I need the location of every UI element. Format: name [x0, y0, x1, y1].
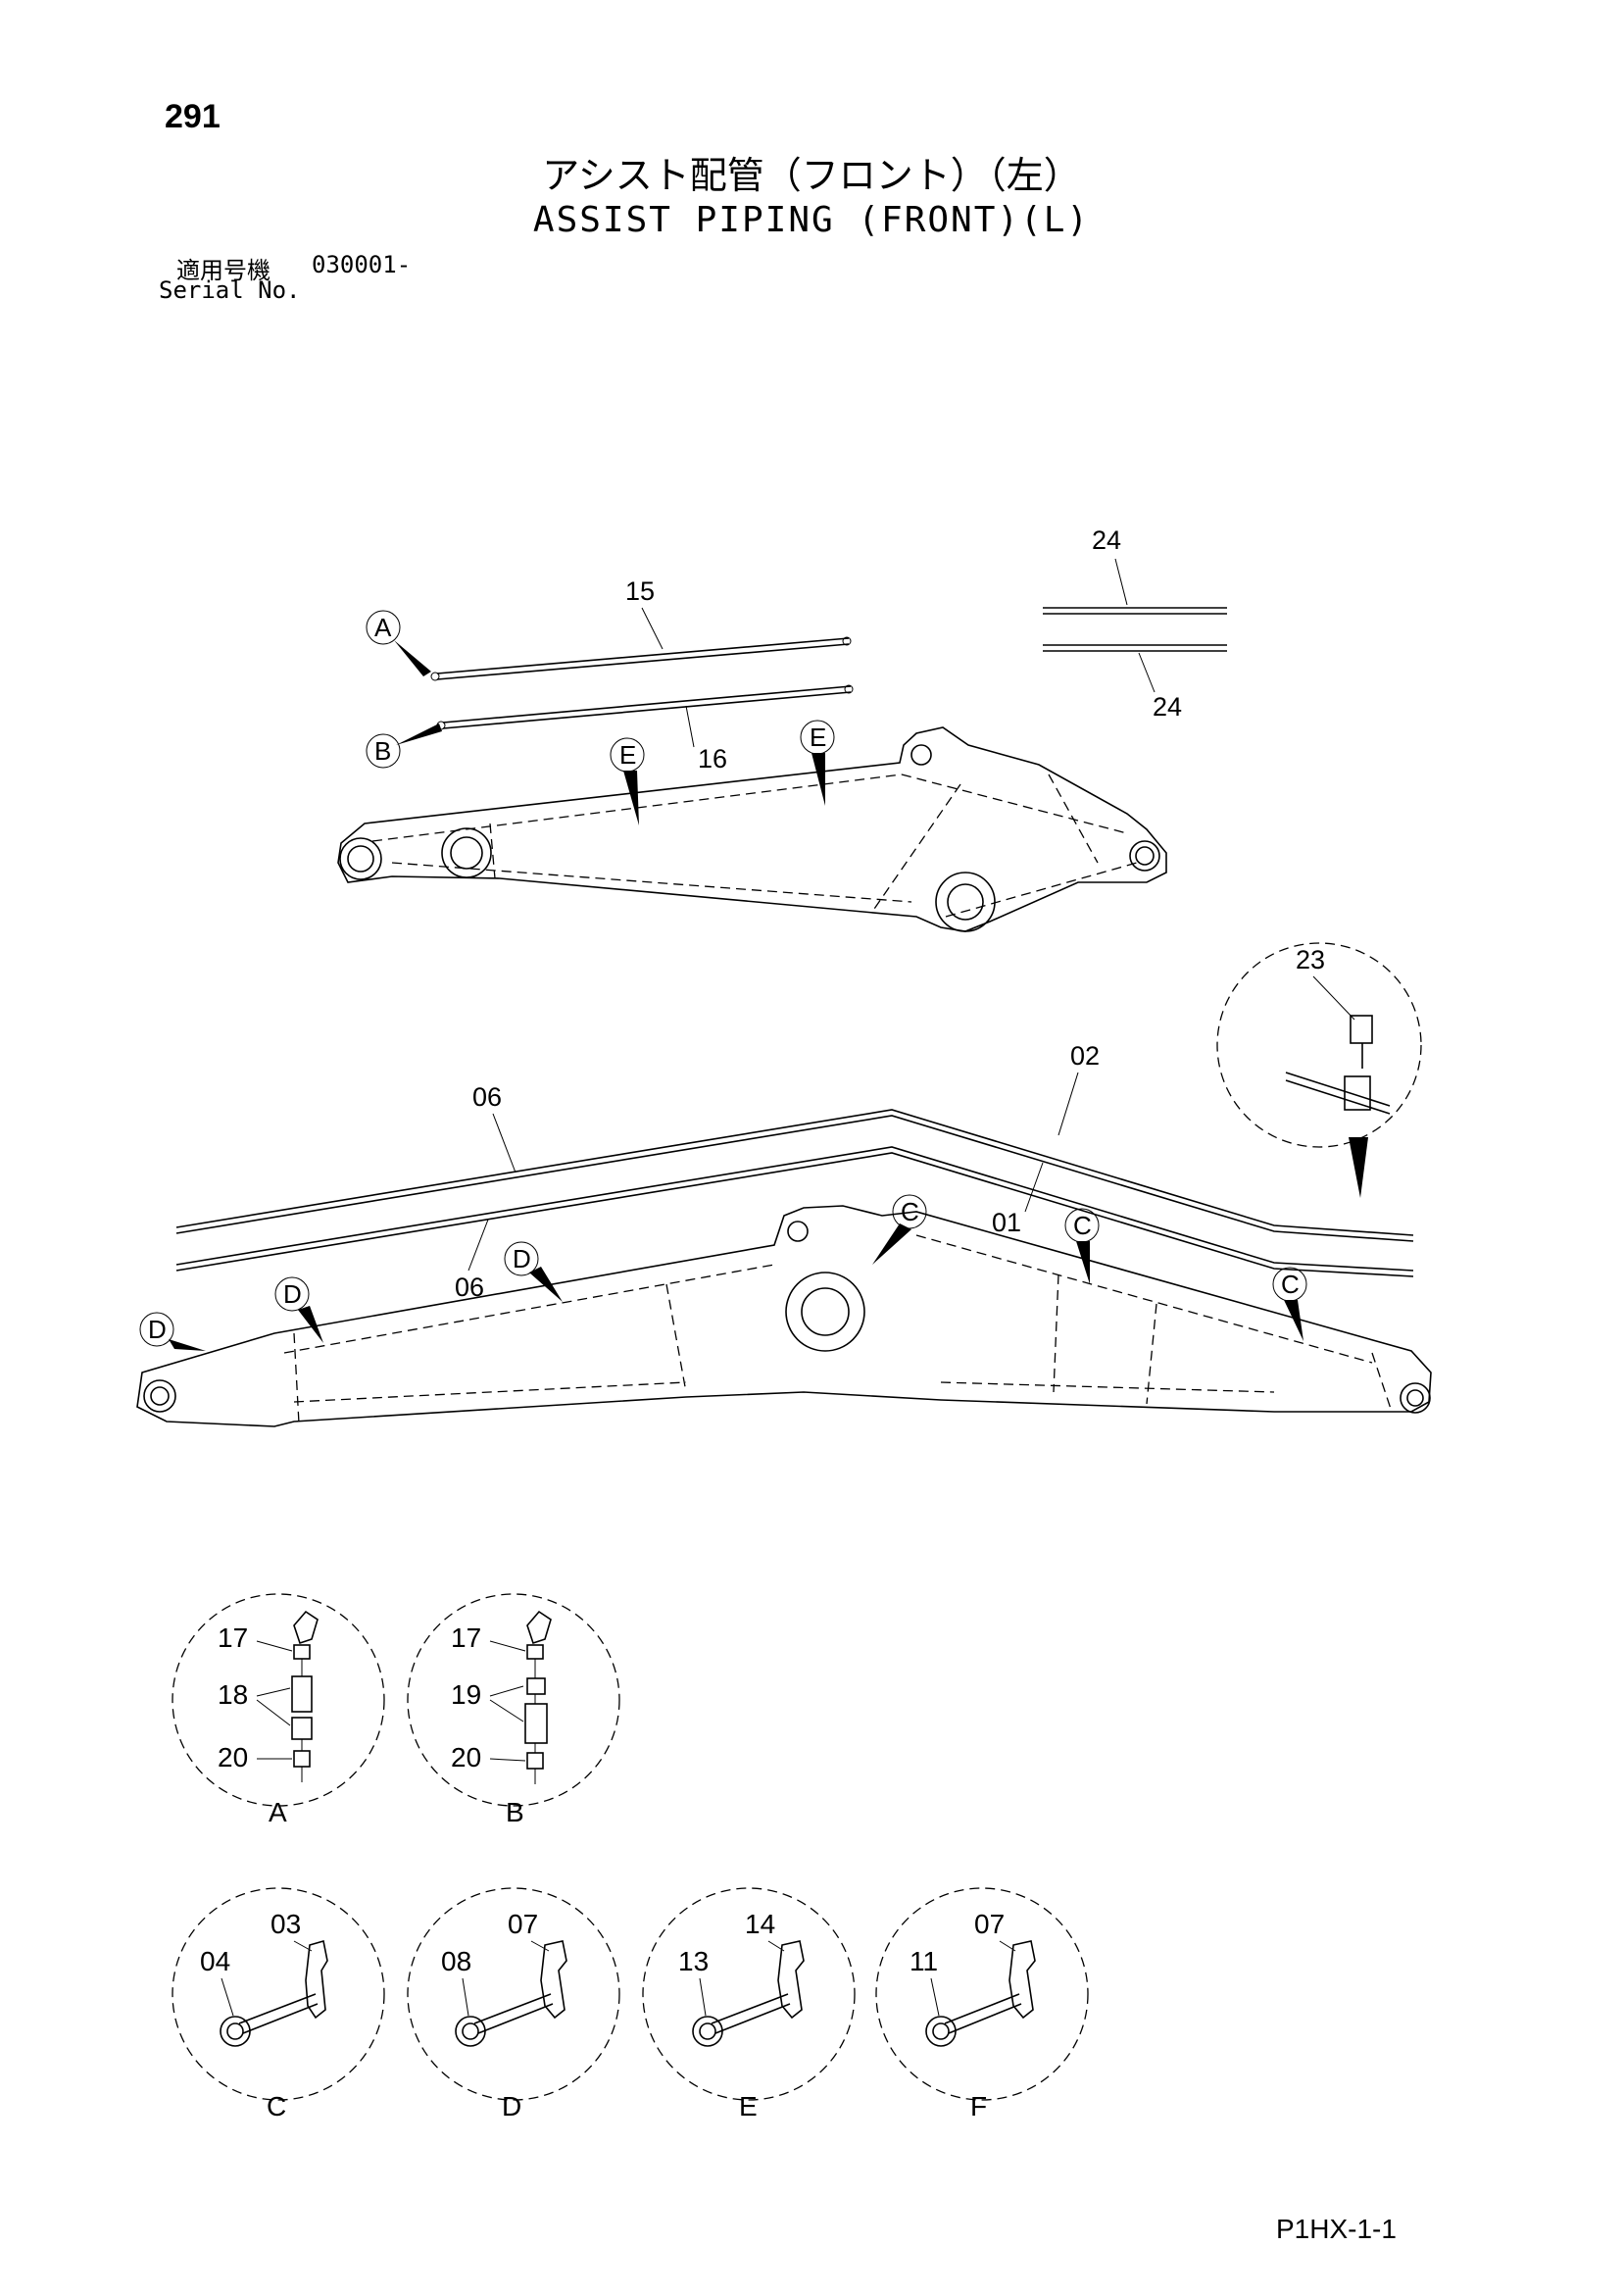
boom-outline: [337, 726, 1167, 932]
part-number-11: 11: [910, 1946, 938, 1976]
svg-text:C: C: [1073, 1211, 1092, 1240]
pipe-06-lower: [175, 1146, 1414, 1277]
svg-text:D: D: [148, 1315, 167, 1344]
part-number-19: 19: [451, 1679, 481, 1710]
part-number-07-f: 07: [974, 1909, 1005, 1939]
callout-c-3: C: [1272, 1267, 1307, 1341]
part-number-06-top: 06: [472, 1082, 502, 1112]
callout-d-2: D: [274, 1276, 323, 1343]
detail-label-c: C: [267, 2091, 286, 2121]
detail-d: 07 08 D: [407, 1887, 620, 2121]
title-english: ASSIST PIPING (FRONT)(L): [532, 200, 1091, 240]
pipe-24-lower: [1043, 644, 1227, 652]
detail-a: 17 18 20 A: [172, 1593, 385, 1827]
svg-text:D: D: [283, 1279, 302, 1309]
svg-text:C: C: [1281, 1270, 1300, 1299]
svg-text:B: B: [374, 736, 391, 766]
svg-text:D: D: [513, 1244, 531, 1273]
callout-c-2: C: [1064, 1208, 1100, 1284]
serial-number-value: 030001-: [312, 251, 412, 278]
part-number-16: 16: [698, 744, 727, 774]
part-number-24-top: 24: [1092, 525, 1121, 555]
part-number-20-a: 20: [218, 1742, 248, 1772]
drawing-code: P1HX-1-1: [1276, 2214, 1397, 2244]
svg-text:E: E: [619, 740, 636, 770]
part-number-07-d: 07: [508, 1909, 538, 1939]
pipe-15: [430, 636, 852, 681]
part-number-13: 13: [678, 1946, 709, 1976]
svg-text:A: A: [374, 613, 392, 642]
page-number: 291: [165, 98, 221, 135]
callout-d-1: D: [504, 1241, 563, 1302]
detail-23: 23: [1216, 942, 1422, 1198]
part-number-14: 14: [745, 1909, 775, 1939]
title-japanese: アシスト配管（フロント）（左）: [542, 154, 1081, 197]
part-number-03: 03: [270, 1909, 301, 1939]
callout-e-right: E: [800, 720, 835, 806]
part-number-02: 02: [1070, 1041, 1100, 1071]
serial-label-japanese: 適用号機: [176, 257, 270, 284]
detail-label-a: A: [269, 1797, 287, 1827]
arm-outline: [136, 1205, 1432, 1427]
part-number-08: 08: [441, 1946, 471, 1976]
part-number-15: 15: [625, 576, 655, 606]
pipe-24-upper: [1043, 607, 1227, 615]
callout-a: A: [366, 610, 431, 676]
part-number-01: 01: [992, 1208, 1021, 1237]
part-number-23: 23: [1296, 945, 1325, 974]
part-number-17-b: 17: [451, 1622, 481, 1653]
callout-d-3: D: [139, 1312, 206, 1351]
part-number-20-b: 20: [451, 1742, 481, 1772]
detail-label-b: B: [506, 1797, 524, 1827]
callout-e-left: E: [610, 737, 645, 825]
detail-e: 14 13 E: [642, 1887, 856, 2121]
part-number-17-a: 17: [218, 1622, 248, 1653]
detail-b: 17 19 20 B: [407, 1593, 620, 1827]
pipe-16: [436, 684, 854, 730]
detail-c: 03 04 C: [172, 1887, 385, 2121]
serial-label-english: Serial No.: [159, 276, 301, 304]
detail-label-e: E: [739, 2091, 758, 2121]
part-number-18: 18: [218, 1679, 248, 1710]
detail-label-f: F: [970, 2091, 987, 2121]
svg-text:E: E: [810, 723, 826, 752]
detail-label-d: D: [502, 2091, 521, 2121]
pipe-06-upper: [175, 1109, 1414, 1242]
detail-f: 07 11 F: [875, 1887, 1089, 2121]
part-number-24-bottom: 24: [1153, 692, 1182, 722]
svg-text:C: C: [901, 1197, 919, 1226]
part-number-04: 04: [200, 1946, 230, 1976]
callout-c-1: C: [872, 1194, 927, 1265]
callout-b: B: [366, 724, 442, 769]
